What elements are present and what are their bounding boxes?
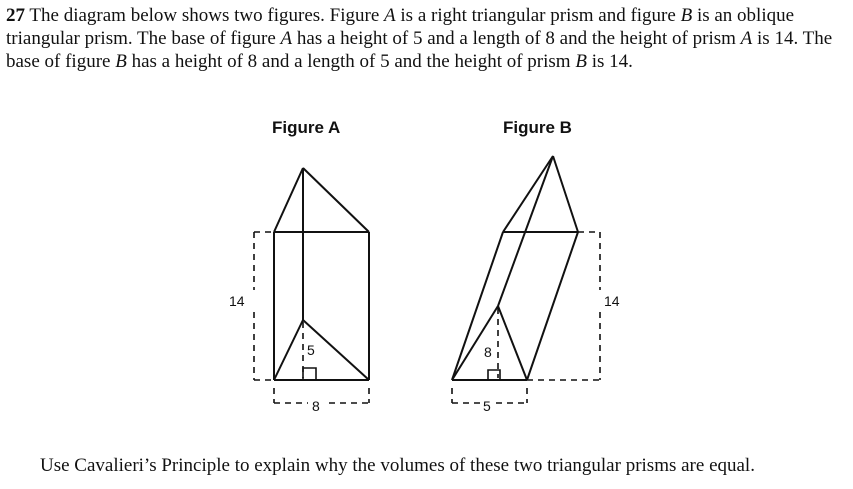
question-number: 27: [6, 5, 25, 26]
question-fragment: is 14. The base of figure: [6, 28, 833, 72]
figure-a-length-label-bg: [308, 396, 324, 414]
figure-a-base-height-label: 5: [307, 342, 315, 358]
figure-a-length-label: 8: [312, 398, 320, 414]
question-fragment: B: [680, 5, 693, 26]
figure-b-right-angle-marker: [487, 369, 501, 380]
figure-b-base-height-label: 8: [484, 344, 492, 360]
prompt-text: Use Cavalieri’s Principle to explain why…: [40, 455, 755, 476]
question-fragment: A: [384, 5, 396, 26]
question-fragment: is an oblique triangular prism. The base…: [6, 5, 795, 49]
question-fragment: B: [575, 51, 587, 72]
figure-b-height-label: 14: [604, 293, 620, 309]
figure-a-title: Figure A: [272, 118, 341, 137]
figure-b-title: Figure B: [503, 118, 572, 137]
figure-b-length-label-bg: [480, 396, 494, 414]
question-fragment: B: [115, 51, 127, 72]
figure-a-base-height-label-bg: [306, 340, 320, 358]
figure-b-length-label: 5: [483, 398, 491, 414]
question-fragment: A: [740, 28, 753, 49]
question-fragment: The diagram below shows two figures. Fig…: [29, 5, 385, 26]
figure-a-height-label: 14: [229, 293, 245, 309]
question-fragment: is a right triangular prism and figure: [395, 5, 681, 26]
figure-a-prism: [273, 167, 370, 381]
figure-a-right-angle-marker: [302, 367, 317, 380]
question-text: 27 The diagram below shows two figures. …: [6, 4, 846, 73]
figure-b-base-height-label-bg: [483, 342, 495, 360]
question-fragment: has a height of 8 and a length of 5 and …: [126, 51, 576, 72]
question-fragment: is 14.: [586, 51, 633, 72]
question-fragment: has a height of 5 and a length of 8 and …: [292, 28, 741, 49]
figure-b-prism: [451, 155, 579, 381]
question-fragment: A: [280, 28, 293, 49]
